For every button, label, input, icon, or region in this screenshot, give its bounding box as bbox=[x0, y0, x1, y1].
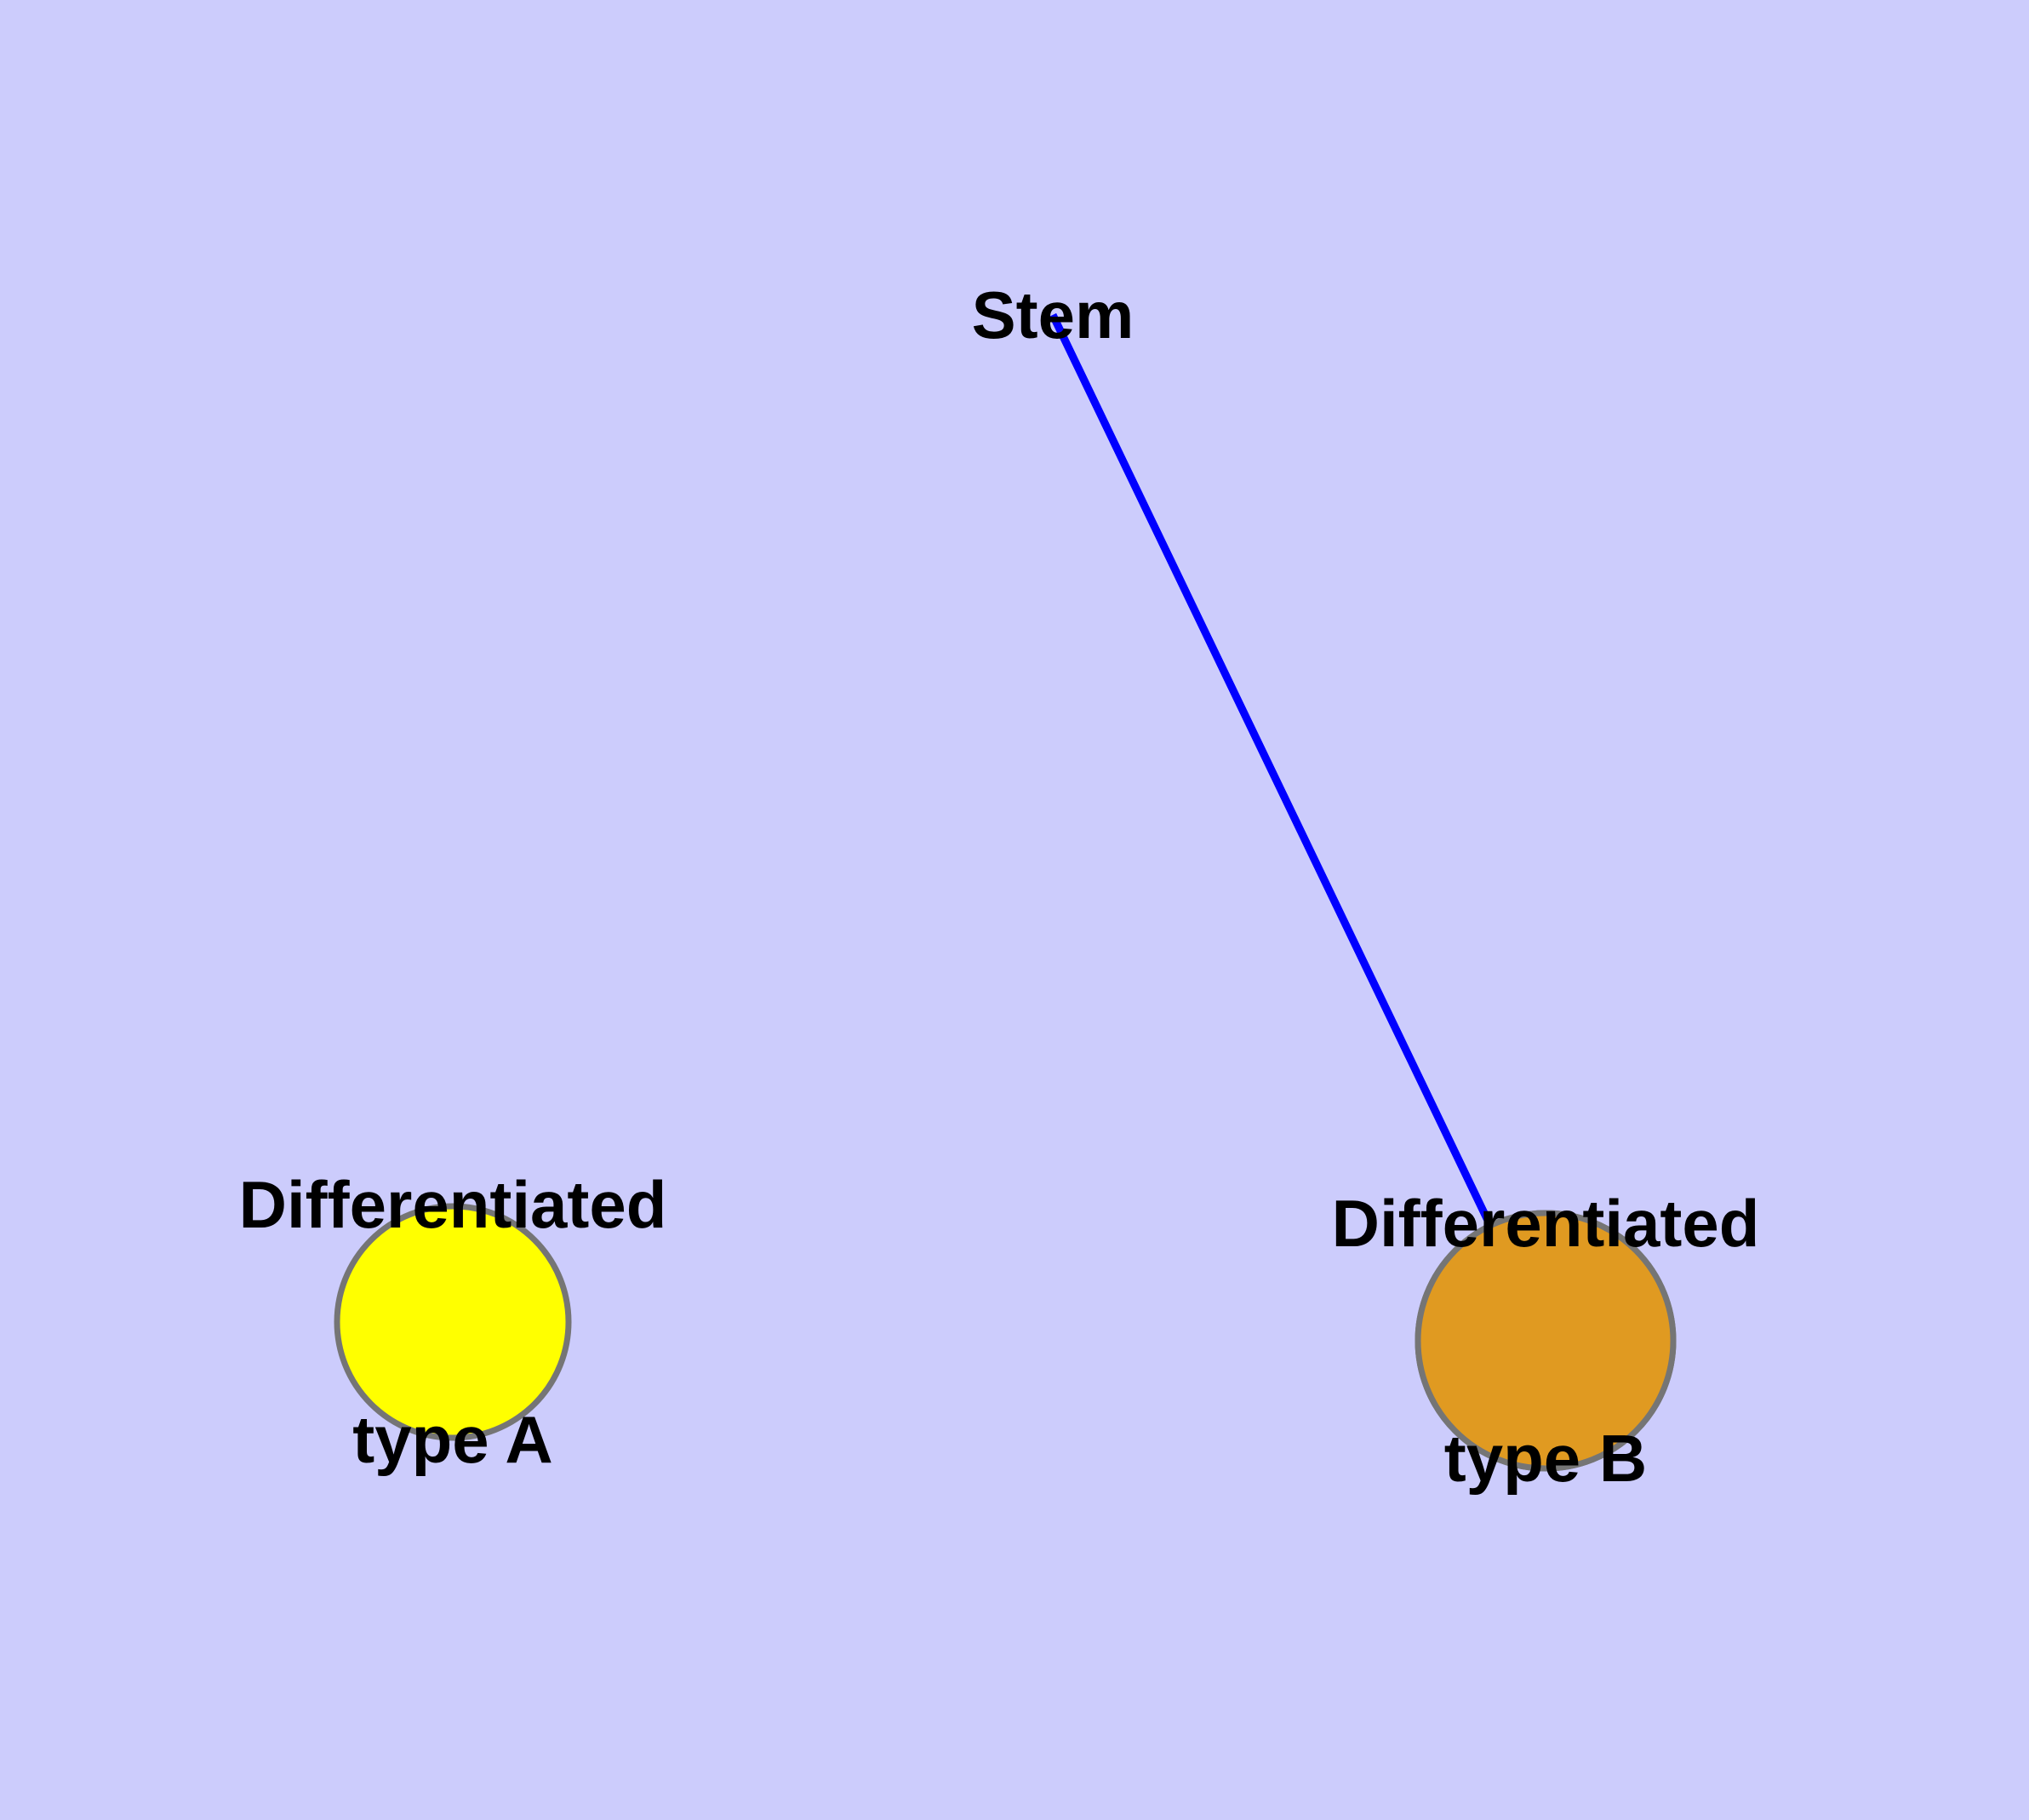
node-stem[interactable] bbox=[334, 1203, 572, 1441]
edge-stem-to-differentiated-type-b[interactable] bbox=[1049, 313, 1550, 1342]
node-differentiated-type-b[interactable] bbox=[1415, 1210, 1677, 1472]
node-layer bbox=[334, 1203, 1677, 1472]
edge-layer bbox=[1049, 313, 1550, 1342]
